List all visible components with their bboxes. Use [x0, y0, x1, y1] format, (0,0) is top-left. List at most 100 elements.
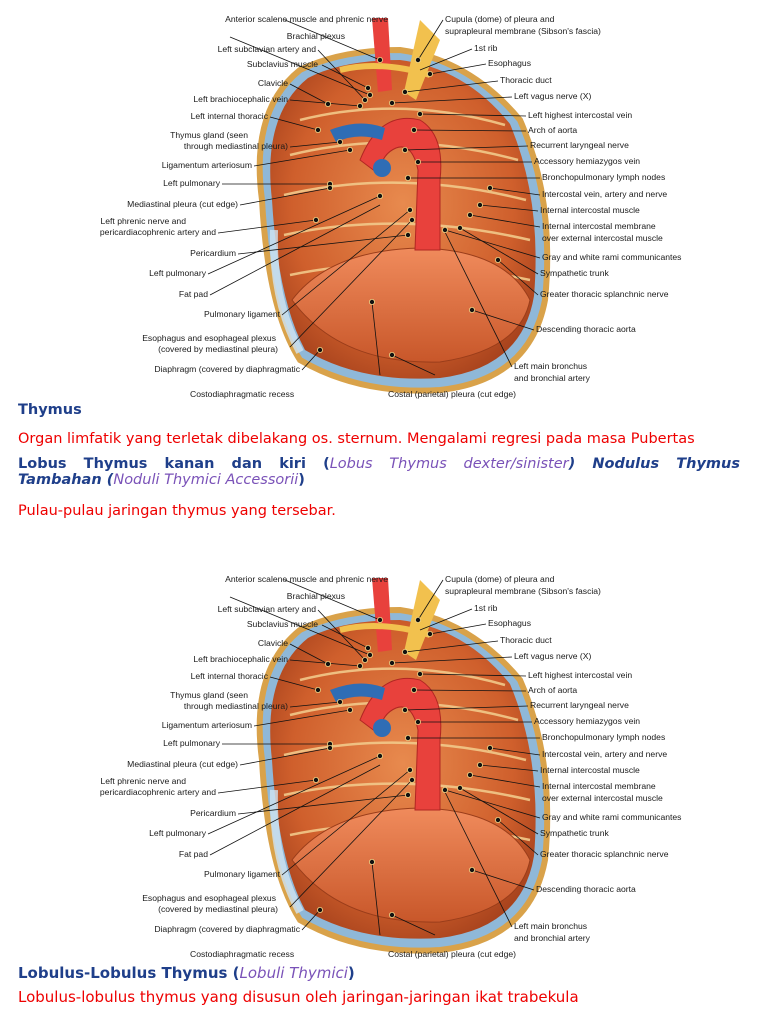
fig-label: Internal intercostal muscle	[540, 205, 640, 215]
fig-label: Bronchopulmonary lymph nodes	[542, 732, 665, 742]
fig-label: and bronchial artery	[514, 933, 591, 943]
fig-label: Thoracic duct	[500, 635, 552, 645]
fig-label: Left vagus nerve (X)	[514, 91, 592, 101]
fig-label: Cupula (dome) of pleura and	[445, 14, 555, 24]
thymus-description: Organ limfatik yang terletak dibelakang …	[18, 431, 740, 447]
lobulus-heading: Lobulus-Lobulus Thymus (Lobuli Thymici)	[18, 964, 740, 982]
fig-label: Clavicle	[258, 638, 288, 648]
fig-label: Left internal thoracic	[191, 671, 269, 681]
fig-label: Sympathetic trunk	[540, 268, 609, 278]
lobulus-desc-text: Lobulus-lobulus thymus yang disusun oleh…	[18, 988, 579, 1006]
fig-label: Diaphragm (covered by diaphragmatic	[154, 924, 300, 934]
fig-label: Mediastinal pleura (cut edge)	[127, 759, 238, 769]
fig-label: Left highest intercostal vein	[528, 110, 632, 120]
fig-label: Pulmonary ligament	[204, 309, 281, 319]
fig-label: Left pulmonary	[163, 178, 221, 188]
fig-label: Esophagus and esophageal plexus	[142, 893, 276, 903]
pulau-paragraph: Pulau-pulau jaringan thymus yang terseba…	[18, 503, 740, 519]
fig-label: suprapleural membrane (Sibson's fascia)	[445, 586, 601, 596]
lobulus-heading-prefix: Lobulus-Lobulus Thymus (	[18, 964, 240, 982]
lobus-paragraph: Lobus Thymus kanan dan kiri (Lobus Thymu…	[18, 456, 740, 488]
fig-label: 1st rib	[474, 603, 498, 613]
fig-label: and bronchial artery	[514, 373, 591, 383]
fig-label: Costodiaphragmatic recess	[190, 949, 294, 959]
fig-label: Costal (parietal) pleura (cut edge)	[388, 949, 516, 959]
section-heading: Thymus	[18, 402, 82, 418]
fig-label: Sympathetic trunk	[540, 828, 609, 838]
fig-label: Internal intercostal membrane	[542, 221, 656, 231]
fig-label: Accessory hemiazygos vein	[534, 156, 640, 166]
fig-label: Brachial plexus	[287, 31, 345, 41]
lobulus-heading-latin: Lobuli Thymici	[239, 964, 348, 982]
fig-label: pericardiacophrenic artery and	[100, 787, 216, 797]
fig-label: Left highest intercostal vein	[528, 670, 632, 680]
fig-label: Internal intercostal membrane	[542, 781, 656, 791]
fig-label: Gray and white rami communicantes	[542, 252, 681, 262]
fig-label: Left brachiocephalic vein	[193, 94, 288, 104]
fig-label: Cupula (dome) of pleura and	[445, 574, 555, 584]
fig-label: Left internal thoracic	[191, 111, 269, 121]
lobus-line2-a: Tambahan (	[18, 472, 114, 488]
fig-label: Costal (parietal) pleura (cut edge)	[388, 389, 516, 399]
fig-label: (covered by mediastinal pleura)	[158, 344, 278, 354]
fig-label: Left phrenic nerve and	[100, 776, 186, 786]
lobulus-heading-suffix: )	[347, 964, 355, 982]
fig-label: over external intercostal muscle	[542, 793, 663, 803]
lobus-latin-2: Noduli Thymici Accessorii	[113, 472, 299, 488]
fig-label: Descending thoracic aorta	[536, 324, 636, 334]
fig-label: Mediastinal pleura (cut edge)	[127, 199, 238, 209]
lobus-line2-b: )	[298, 472, 305, 488]
fig-label: Diaphragm (covered by diaphragmatic	[154, 364, 300, 374]
lobus-prefix: Lobus Thymus kanan dan kiri (	[18, 456, 330, 472]
fig-label: (covered by mediastinal pleura)	[158, 904, 278, 914]
fig-label: Left main bronchus	[514, 361, 587, 371]
fig-label: Internal intercostal muscle	[540, 765, 640, 775]
fig-label: Thymus gland (seen	[170, 130, 248, 140]
fig-label: Costodiaphragmatic recess	[190, 389, 294, 399]
pulau-text: Pulau-pulau jaringan thymus yang terseba…	[18, 503, 336, 519]
thorax-illustration: Anterior scalene muscle and phrenic nerv…	[100, 14, 682, 399]
fig-label: Esophagus and esophageal plexus	[142, 333, 276, 343]
fig-label: Descending thoracic aorta	[536, 884, 636, 894]
fig-label: Bronchopulmonary lymph nodes	[542, 172, 665, 182]
fig-label: Brachial plexus	[287, 591, 345, 601]
fig-label: Pericardium	[190, 248, 236, 258]
description-text: Organ limfatik yang terletak dibelakang …	[18, 431, 695, 447]
fig-label: Anterior scalene muscle and phrenic nerv…	[225, 574, 388, 584]
fig-label: Thoracic duct	[500, 75, 552, 85]
lobus-line-1: Lobus Thymus kanan dan kiri (Lobus Thymu…	[18, 456, 740, 472]
fig-label: Fat pad	[179, 289, 208, 299]
fig-label: Arch of aorta	[528, 685, 577, 695]
thorax-illustration: Anterior scalene muscle and phrenic nerv…	[100, 574, 682, 959]
fig-label: Left pulmonary	[149, 268, 207, 278]
fig-label: Arch of aorta	[528, 125, 577, 135]
fig-label: Clavicle	[258, 78, 288, 88]
fig-label: Recurrent laryngeal nerve	[530, 700, 629, 710]
fig-label: Left subclavian artery and	[218, 44, 317, 54]
fig-label: Gray and white rami communicantes	[542, 812, 681, 822]
fig-label: Thymus gland (seen	[170, 690, 248, 700]
thymus-section: Thymus	[18, 402, 740, 418]
fig-label: Intercostal vein, artery and nerve	[542, 749, 667, 759]
fig-label: Greater thoracic splanchnic nerve	[540, 289, 669, 299]
fig-label: over external intercostal muscle	[542, 233, 663, 243]
fig-label: Anterior scalene muscle and phrenic nerv…	[225, 14, 388, 24]
fig-label: Left subclavian artery and	[218, 604, 317, 614]
lobulus-description: Lobulus-lobulus thymus yang disusun oleh…	[18, 988, 740, 1006]
fig-label: Ligamentum arteriosum	[162, 160, 252, 170]
fig-label: Ligamentum arteriosum	[162, 720, 252, 730]
fig-label: Accessory hemiazygos vein	[534, 716, 640, 726]
fig-label: through mediastinal pleura)	[184, 701, 288, 711]
fig-label: suprapleural membrane (Sibson's fascia)	[445, 26, 601, 36]
lobus-mid: ) Nodulus Thymus	[568, 456, 740, 472]
fig-label: Pulmonary ligament	[204, 869, 281, 879]
lobus-latin: Lobus Thymus dexter/sinister	[329, 456, 569, 472]
fig-label: Recurrent laryngeal nerve	[530, 140, 629, 150]
lobus-line-2: Tambahan (Noduli Thymici Accessorii)	[18, 472, 740, 488]
fig-label: Left pulmonary	[163, 738, 221, 748]
fig-label: Subclavius muscle	[247, 619, 318, 629]
fig-label: through mediastinal pleura)	[184, 141, 288, 151]
fig-label: Left phrenic nerve and	[100, 216, 186, 226]
fig-label: Greater thoracic splanchnic nerve	[540, 849, 669, 859]
lobulus-section: Lobulus-Lobulus Thymus (Lobuli Thymici)	[18, 964, 740, 982]
